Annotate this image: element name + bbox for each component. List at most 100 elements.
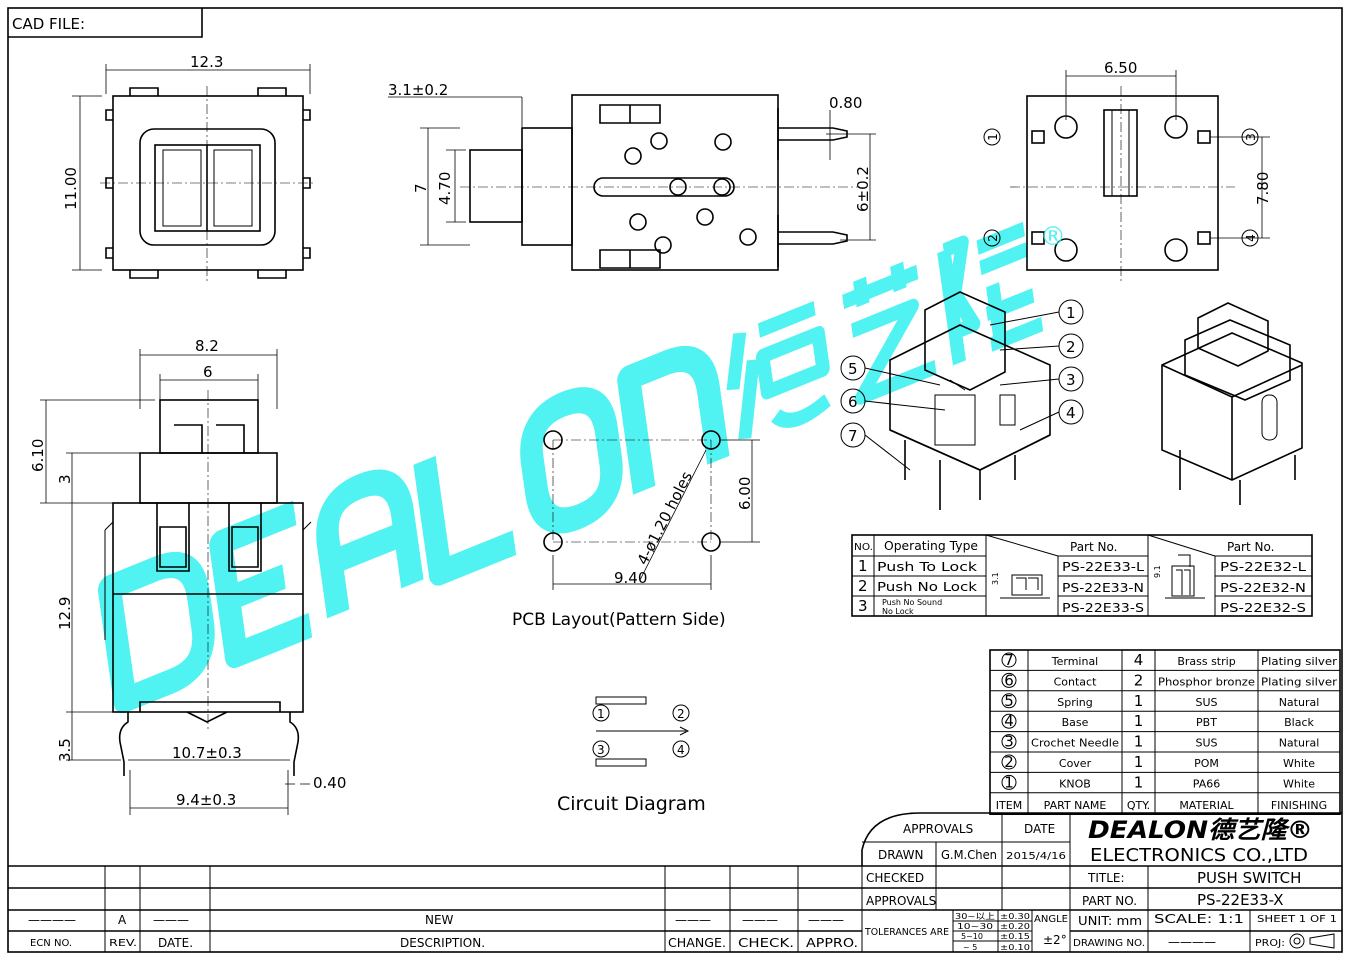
circuit-pin: 3 [597,743,605,757]
variant-type: Push No Sound [882,598,942,607]
dealon-watermark [97,221,1044,714]
bom-finishing: White [1283,757,1315,770]
bom-name: Cover [1059,757,1092,770]
dim-10-7: 10.7±0.3 [172,744,242,762]
item-circle-icon [1001,774,1017,790]
tolerance-range: 10~30 [957,922,993,931]
company-name: ELECTRONICS CO.,LTD [1090,845,1308,866]
company-logo: DEALON德艺隆® [1088,816,1313,844]
dim-9-4: 9.4±0.3 [176,791,236,809]
proj-label: PROJ: [1255,938,1285,949]
dim-pin: 0.80 [829,94,862,112]
drawn-label: DRAWN [878,848,924,862]
dim-height: 11.00 [62,167,80,210]
pcb-layout-title: PCB Layout(Pattern Side) [512,610,726,630]
rev-header-ecn: ECN NO. [30,938,72,949]
pin-label: 3 [1244,133,1258,141]
variants-header-part: Part No. [1227,540,1274,554]
callout: 7 [848,427,858,445]
tolerances-label: TOLERANCES ARE [864,927,949,938]
tolerance-range: ~ 5 [963,943,977,952]
item-circle-icon [1001,672,1017,688]
circuit-pin: 2 [677,707,685,721]
rev-letter: A [118,913,127,927]
variant-no: 3 [858,597,868,615]
dim-width: 12.3 [190,53,223,71]
bom-finishing: Natural [1279,737,1320,750]
tolerance-value: ±0.10 [1000,943,1030,952]
drawn-date: 2015/4/16 [1006,851,1066,862]
bom-name: KNOB [1059,777,1091,790]
bom-material: SUS [1195,737,1217,750]
bom-material: POM [1194,757,1219,770]
drawing-title: PUSH SWITCH [1197,869,1301,887]
bom-name: Crochet Needle [1031,737,1119,750]
pin-label: 4 [1244,234,1258,242]
variant-part: PS-22E33-S [1062,601,1144,615]
dim-3: 3 [56,474,74,484]
bom-material: Phosphor bronze [1158,675,1255,688]
bom-finishing: Black [1284,716,1314,729]
dim-pcb-y: 6.00 [736,477,754,510]
exploded-3d-view: 1 2 3 4 5 6 7 [840,291,1084,510]
date-header: DATE [1024,822,1055,836]
bom-qty: 4 [1134,651,1144,669]
bom-header-item: ITEM [996,799,1022,812]
rev-header-change: CHANGE. [668,936,726,950]
title-label: TITLE: [1087,871,1125,885]
circuit-diagram: 1 2 3 4 Circuit Diagram [557,696,706,815]
pin-label: 1 [986,133,1000,141]
rev-check: ——— [742,913,778,927]
approvals-label: APPROVALS [866,894,936,908]
variant-no: 2 [858,577,868,595]
bom-item: 5 [1004,692,1014,710]
variant-type: No Lock [882,607,914,616]
bom-item: 2 [1004,753,1014,771]
pin-label: 2 [986,234,1000,242]
bom-header-material: MATERIAL [1179,799,1234,812]
bom-item: 3 [1004,733,1014,751]
callout: 5 [848,360,858,378]
item-circle-icon [1001,713,1017,729]
variants-header-no: NO. [854,542,873,553]
callout: 3 [1066,371,1076,389]
bom-material: PA66 [1193,777,1220,790]
dim-6-10: 6.10 [29,439,47,472]
dim-12-9: 12.9 [56,597,74,630]
circuit-pin: 1 [597,707,605,721]
bom-header-name: PART NAME [1044,799,1107,812]
projection-symbol-icon [1289,933,1335,949]
variant-part: PS-22E32-N [1220,581,1306,595]
sheet-label: SHEET 1 OF 1 [1257,914,1337,925]
rev-ecn: ———— [28,913,76,927]
part-number: PS-22E33-X [1197,891,1284,909]
unit-label: UNIT: mm [1078,914,1142,928]
bom-header-qty: QTY. [1127,799,1150,812]
bom-qty: 1 [1134,773,1144,791]
rev-header-description: DESCRIPTION. [400,936,485,950]
dim-pcb-x: 9.40 [614,569,647,587]
callout: 1 [1066,304,1076,322]
bom-material: Brass strip [1177,655,1235,668]
rev-appro: ——— [808,913,844,927]
variant-type: Push To Lock [877,560,977,574]
dim-0-40: 0.40 [313,774,346,792]
bom-finishing: White [1283,777,1315,790]
callout: 4 [1066,404,1076,422]
rev-header-check: CHECK. [738,936,794,950]
variant-part: PS-22E33-N [1062,581,1144,595]
variant-part: PS-22E32-S [1220,601,1306,615]
side-view: 3.1±0.2 0.80 7 4.70 6±0.2 [388,81,876,271]
rev-description: NEW [425,913,454,927]
item-circle-icon [1001,693,1017,709]
variants-header-type: Operating Type [884,539,978,553]
bom-qty: 1 [1134,712,1144,730]
assembled-3d-view [1161,302,1303,505]
circuit-pin: 4 [677,743,685,757]
dim-7: 7 [412,183,430,193]
top-view: 12.3 11.00 [62,53,316,282]
variant-part: PS-22E33-L [1062,560,1144,574]
